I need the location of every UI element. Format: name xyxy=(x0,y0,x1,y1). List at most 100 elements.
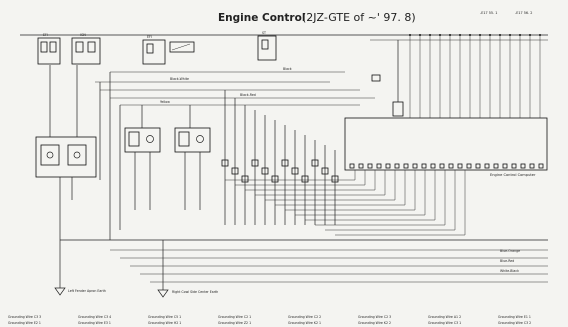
ecu-return-wire xyxy=(265,170,396,201)
relay-3: EFI xyxy=(142,35,195,65)
junction-dot xyxy=(519,34,521,36)
ecu-pin xyxy=(493,163,499,169)
ecu-block: Engine Control Computer xyxy=(344,117,548,177)
junction-dot xyxy=(409,34,411,36)
wire-label-blue-orange: Blue-Orange xyxy=(500,249,520,253)
junction-dot xyxy=(469,34,471,36)
junction-dot xyxy=(429,34,431,36)
wire-label-blue-red: Blue-Red xyxy=(500,259,514,263)
junction-dot xyxy=(449,34,451,36)
ecu-pin xyxy=(529,163,535,169)
ecu-pin xyxy=(349,163,355,169)
relay-2-label: IGN xyxy=(80,33,86,37)
ecu-pin xyxy=(538,163,544,169)
junction-dot xyxy=(439,34,441,36)
relay-4: ST xyxy=(257,31,277,61)
ref-code-2: -E17 56. 2 xyxy=(515,11,532,15)
footer-item: Grounding Wire C5 1 xyxy=(148,315,181,319)
footer-item: Grounding Wire A1 2 xyxy=(428,315,461,319)
ecu-pin xyxy=(511,163,517,169)
junction-dot xyxy=(419,34,421,36)
ground-left: Left Fender Apron Earth xyxy=(54,260,106,296)
ecu-pin xyxy=(502,163,508,169)
ecu-pin xyxy=(430,163,436,169)
junction-dot xyxy=(539,34,541,36)
footer-item: Grounding Wire C3 2 xyxy=(498,321,531,325)
ecu-pin xyxy=(385,163,391,169)
ecu-return-wire xyxy=(275,170,406,206)
junction-dot xyxy=(529,34,531,36)
footer-item: Grounding Wire C2 1 xyxy=(218,315,251,319)
center-module-b xyxy=(174,105,211,210)
relay-3-label: EFI xyxy=(147,35,152,39)
wire-label-yellow: Yellow xyxy=(160,100,170,104)
ecu-pin xyxy=(484,163,490,169)
junction-dot xyxy=(489,34,491,36)
ecu-pin xyxy=(358,163,364,169)
mid-wires xyxy=(99,72,336,240)
ecu-return-wire xyxy=(255,170,386,196)
ecu-pin xyxy=(448,163,454,169)
ecu-output-wires xyxy=(221,159,466,236)
footer-item: Grounding Wire E1 1 xyxy=(498,315,531,319)
ground-left-label: Left Fender Apron Earth xyxy=(68,289,106,293)
relay-4-label: ST xyxy=(262,31,266,35)
bottom-bus xyxy=(60,239,548,283)
junction-dot xyxy=(499,34,501,36)
ecu-pin xyxy=(376,163,382,169)
ecu-return-wire xyxy=(305,170,436,221)
junction-dot xyxy=(509,34,511,36)
ecu-pin xyxy=(466,163,472,169)
wire-label-black-red: Black-Red xyxy=(240,93,256,97)
ground-right: Right Cowl Side Center Earth xyxy=(157,240,218,298)
sensor-component xyxy=(371,40,404,117)
relay-1: EFI xyxy=(37,33,61,65)
diagram-title: Engine Control xyxy=(218,12,305,24)
center-module-a xyxy=(124,105,161,210)
junction-dot xyxy=(479,34,481,36)
wire-label-white-black: White-Black xyxy=(500,269,519,273)
footer-item: Grounding Wire E2 1 xyxy=(8,321,41,325)
ecu-return-wire xyxy=(325,170,456,231)
footer-item: Grounding Wire C3 4 xyxy=(78,315,111,319)
footer-item: Grounding Wire E3 1 xyxy=(78,321,111,325)
ecu-return-wire xyxy=(335,170,466,236)
ecu-pin xyxy=(439,163,445,169)
footer-item: Grounding Wire H2 1 xyxy=(148,321,181,325)
footer-item: Grounding Wire C3 3 xyxy=(8,315,41,319)
footer-item: Grounding Wire C2 2 xyxy=(288,315,321,319)
footer-item: Grounding Wire C2 3 xyxy=(358,315,391,319)
footer-item: Grounding Wire C3 1 xyxy=(428,321,461,325)
ecu-pin xyxy=(403,163,409,169)
ground-right-label: Right Cowl Side Center Earth xyxy=(172,290,218,294)
ref-code-1: -E17 55. 1 xyxy=(480,11,497,15)
left-module xyxy=(35,65,97,260)
ecu-pin xyxy=(457,163,463,169)
wire-label-black-white: Black-White xyxy=(170,77,189,81)
ecu-label: Engine Control Computer xyxy=(490,173,536,177)
wire-label-black: Black xyxy=(283,67,292,71)
ecu-return-wire xyxy=(295,170,426,216)
ecu-pin xyxy=(520,163,526,169)
ecu-pin xyxy=(421,163,427,169)
diagram-subtitle: (2JZ-GTE of ~' 97. 8) xyxy=(302,11,416,24)
ecu-return-wire xyxy=(225,170,356,181)
ecu-pin xyxy=(412,163,418,169)
junction-dot xyxy=(459,34,461,36)
footer-item: Grounding Wire Z2 1 xyxy=(218,321,251,325)
ecu-input-wires xyxy=(409,34,541,118)
relay-1-label: EFI xyxy=(43,33,48,37)
footer-item: Grounding Wire K2 2 xyxy=(358,321,391,325)
footer-legend: Grounding Wire C3 3 Grounding Wire C3 4 Gr… xyxy=(8,315,531,325)
ecu-return-wire xyxy=(315,170,446,226)
ecu-return-wire xyxy=(235,170,366,186)
ecu-return-wire xyxy=(245,170,376,191)
wire-labels: Black Black-White Black-Red Yellow Blue-… xyxy=(160,67,520,273)
ecu-pin xyxy=(475,163,481,169)
footer-item: Grounding Wire K2 1 xyxy=(288,321,321,325)
ecu-return-wire xyxy=(285,170,416,211)
ecu-pin xyxy=(367,163,373,169)
ecu-pin xyxy=(394,163,400,169)
